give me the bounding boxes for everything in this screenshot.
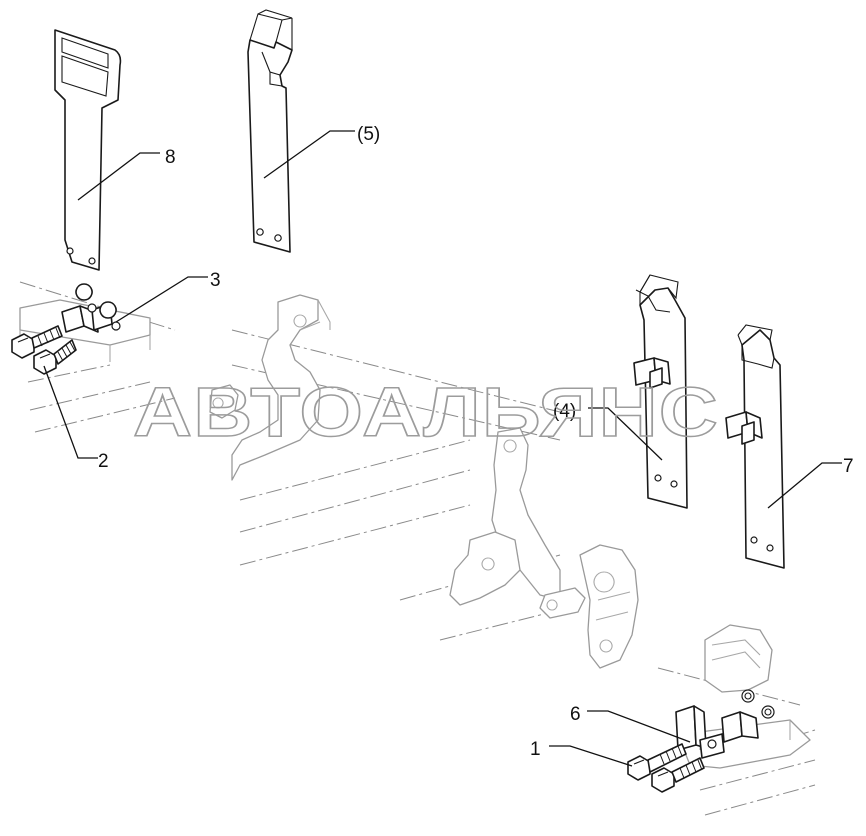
leader-3: [115, 276, 208, 323]
part-8-strap: [54, 29, 122, 271]
part-7-bar: [725, 324, 785, 569]
part-1-bolts: [627, 743, 705, 793]
part-2-bolts: [11, 325, 77, 375]
callout-3: 3: [210, 270, 221, 291]
watermark-text: АВТОАЛЬЯНС: [133, 373, 719, 451]
part-3-clamp: [61, 283, 121, 333]
part-5-bar: [247, 9, 293, 253]
leader-4: [588, 407, 663, 461]
leader-2: [43, 365, 98, 459]
leader-8: [77, 152, 160, 201]
leader-6: [587, 710, 691, 743]
callout-labels: 8 (5) 3 2 (4) 7 6 1: [98, 124, 854, 760]
part-4-bar: [633, 274, 688, 509]
callout-7: 7: [843, 456, 854, 477]
leader-5: [263, 130, 355, 179]
callout-6: 6: [570, 704, 581, 725]
leader-lines: [43, 130, 842, 767]
leader-7: [767, 462, 842, 509]
callout-1: 1: [530, 739, 541, 760]
callout-2: 2: [98, 451, 109, 472]
leader-1: [549, 745, 633, 767]
part-6-clamp: [675, 689, 775, 759]
callout-8: 8: [165, 147, 176, 168]
callout-5: (5): [357, 124, 380, 145]
callout-4: (4): [553, 401, 576, 422]
